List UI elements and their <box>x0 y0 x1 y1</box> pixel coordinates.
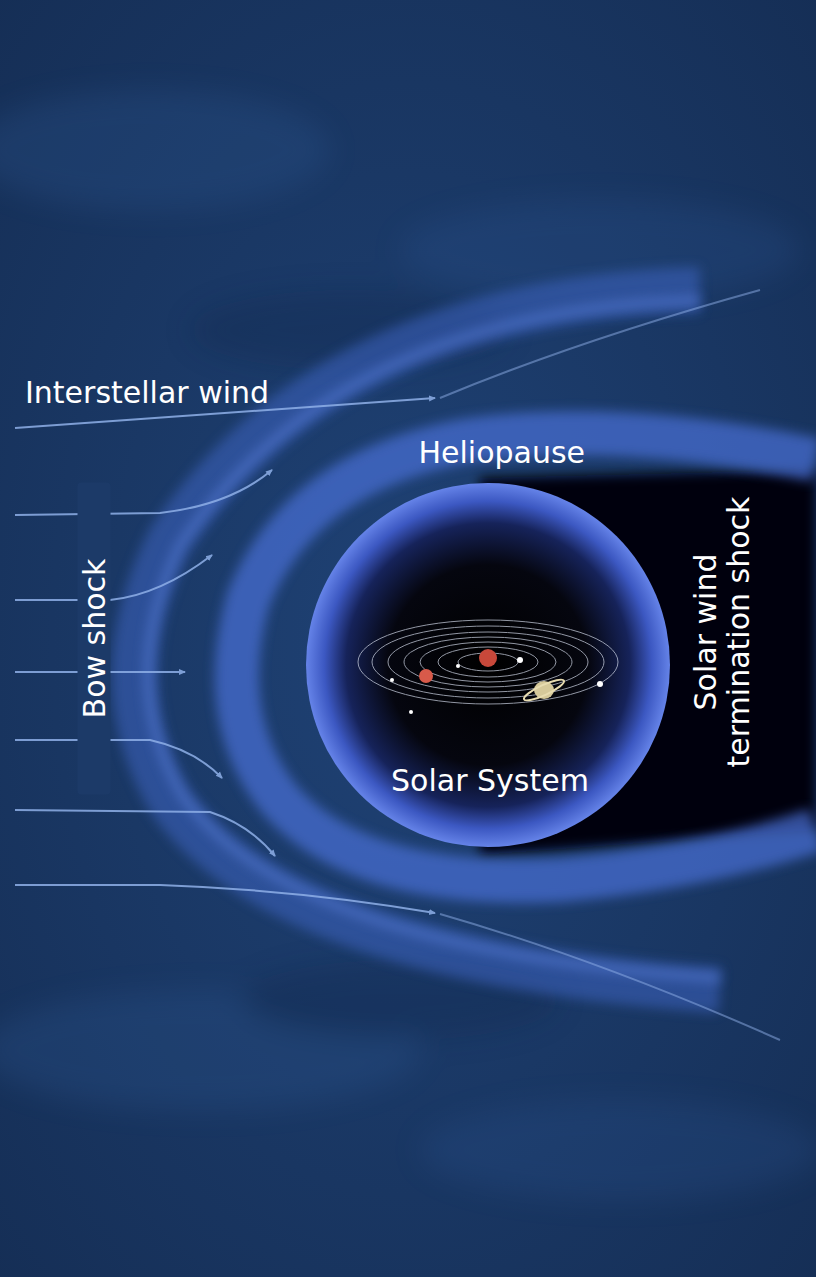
solar-system-label: Solar System <box>390 764 590 797</box>
termination-shock-label: Solar wind termination shock <box>689 467 755 797</box>
heliopause-label: Heliopause <box>419 436 586 469</box>
wind-label: Interstellar wind <box>25 376 269 409</box>
bow-shock-label: Bow shock <box>78 482 111 794</box>
